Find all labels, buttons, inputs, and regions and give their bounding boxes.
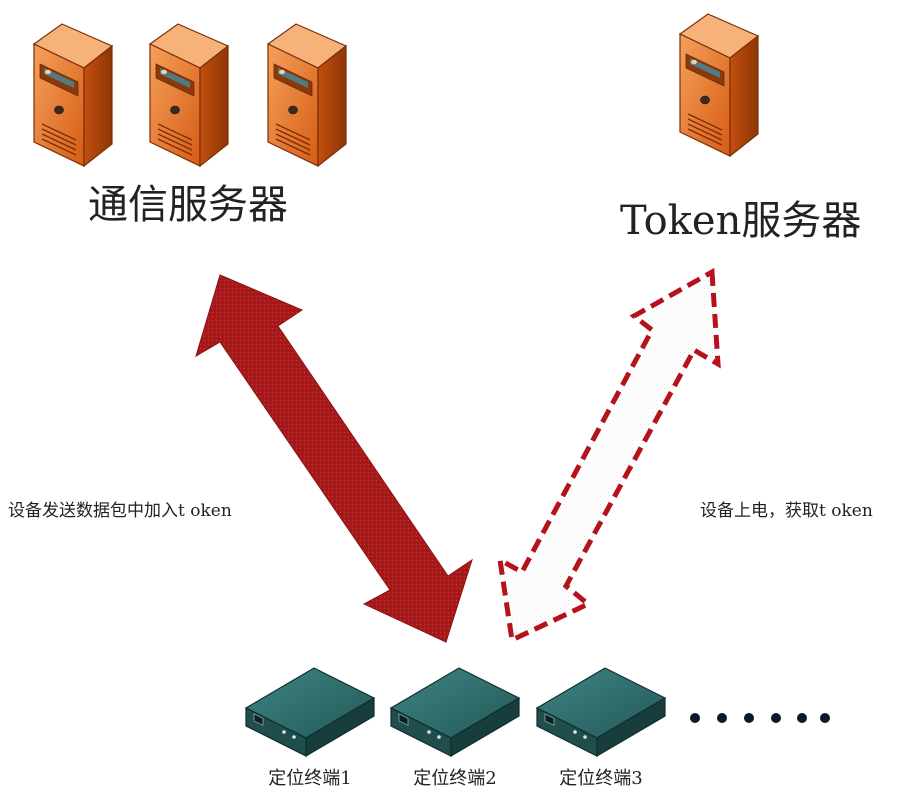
token-server-label: Token服务器 [620,198,862,244]
server-tower-icon [267,23,347,167]
device-group [245,667,666,757]
comm-link-label: 设备发送数据包中加入t oken [8,501,232,521]
comm-server-group [33,23,347,167]
server-tower-icon [149,23,229,167]
ellipsis-dots-icon [690,713,830,723]
server-tower-icon [33,23,113,167]
comm-server-label: 通信服务器 [88,182,288,228]
token-server-group [679,13,759,157]
device-label-1: 定位终端1 [268,768,352,789]
comm-link-arrow [195,274,473,643]
token-link-label: 设备上电，获取t oken [700,501,873,521]
server-tower-icon [679,13,759,157]
token-link-arrow [496,267,721,644]
device-label-2: 定位终端2 [413,768,497,789]
positioning-terminal-icon [390,667,520,757]
positioning-terminal-icon [245,667,375,757]
positioning-terminal-icon [536,667,666,757]
device-label-3: 定位终端3 [559,768,643,789]
